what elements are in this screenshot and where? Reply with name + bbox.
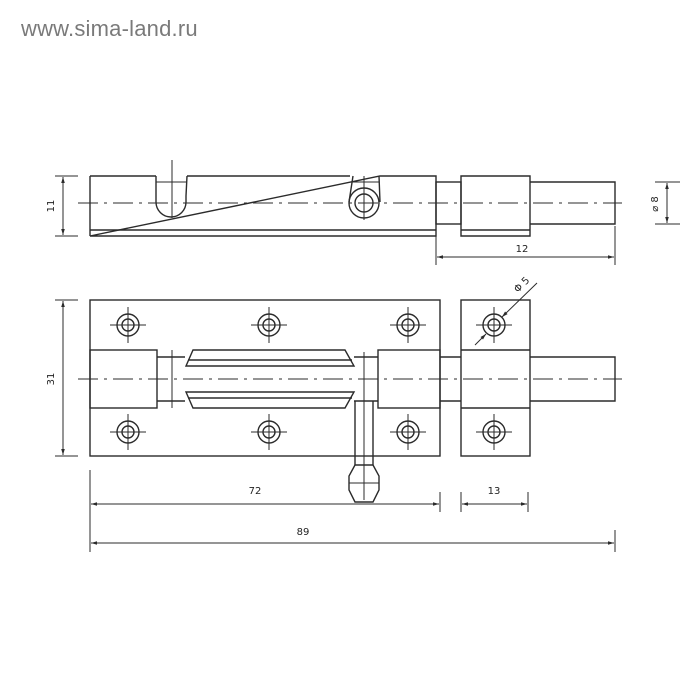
- dim-label-89: 89: [297, 527, 310, 538]
- side-view: [78, 160, 622, 265]
- screw-hole: [110, 307, 146, 343]
- dimension-base-length: 72: [91, 486, 439, 506]
- dim-label-31: 31: [46, 373, 57, 386]
- screw-hole: [476, 307, 512, 343]
- dim-label-13: 13: [488, 486, 501, 497]
- watermark-site-url: www.sima-land.ru: [21, 16, 198, 41]
- dimension-bolt-diameter: ⌀ 8: [650, 181, 680, 225]
- dimension-front-height: 31: [46, 299, 78, 457]
- screw-hole: [390, 307, 426, 343]
- dimension-total-length: 89: [91, 527, 614, 545]
- front-view: [78, 299, 622, 503]
- dim-label-11: 11: [46, 200, 57, 213]
- dimension-screw-hole-diameter: Φ 5: [474, 275, 538, 346]
- screw-hole: [390, 414, 426, 450]
- screw-hole: [251, 307, 287, 343]
- screw-hole: [110, 414, 146, 450]
- screw-hole: [251, 414, 287, 450]
- dim-label-phi5: Φ 5: [512, 275, 532, 295]
- dim-label-d8: ⌀ 8: [650, 196, 661, 212]
- dim-label-12: 12: [516, 244, 529, 255]
- dimension-keeper-length: 13: [462, 486, 527, 506]
- dim-label-72: 72: [249, 486, 262, 497]
- screw-hole: [476, 414, 512, 450]
- dimension-side-height: 11: [46, 175, 78, 237]
- dimension-bolt-extension: 12: [437, 244, 614, 259]
